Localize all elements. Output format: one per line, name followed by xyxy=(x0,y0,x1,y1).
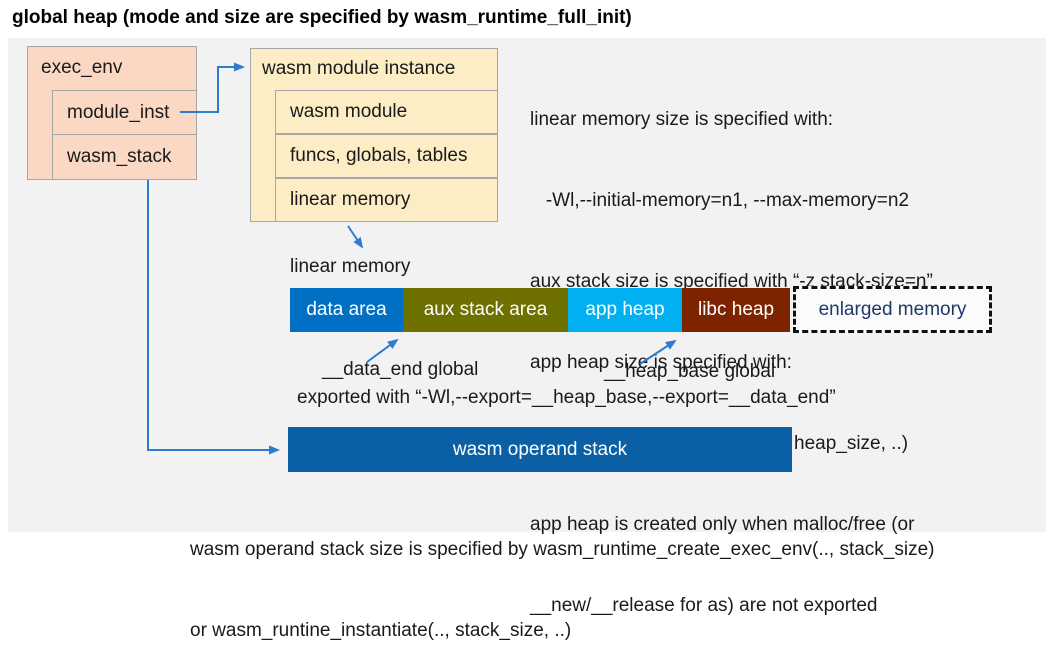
linear-memory-label: linear memory xyxy=(290,256,411,277)
exec-env-field-module-inst: module_inst xyxy=(52,90,197,135)
instance-field-linear-memory: linear memory xyxy=(275,178,498,222)
heap-base-global-label: __heap_base global xyxy=(604,361,776,382)
diagram-title: global heap (mode and size are specified… xyxy=(12,7,632,28)
exported-with-label: exported with “-Wl,--export=__heap_base,… xyxy=(297,387,836,408)
operand-stack-info-text: wasm operand stack size is specified by … xyxy=(190,482,1050,671)
footer-line: wasm operand stack size is specified by … xyxy=(190,539,935,560)
instance-field-wasm-module: wasm module xyxy=(275,90,498,134)
info-line: -Wl,--initial-memory=n1, --max-memory=n2 xyxy=(530,190,910,211)
wasm-operand-stack-bar: wasm operand stack xyxy=(288,427,792,472)
info-line: app heap size is specified with: xyxy=(530,352,792,373)
segment-app-heap: app heap xyxy=(568,288,682,332)
info-line: app heap is created only when malloc/fre… xyxy=(530,514,915,535)
segment-enlarged-memory: enlarged memory xyxy=(793,286,992,333)
segment-data-area: data area xyxy=(290,288,403,332)
exec-env-header: exec_env xyxy=(41,57,123,78)
segment-libc-heap: libc heap xyxy=(682,288,790,332)
footer-line: or wasm_runtine_instantiate(.., stack_si… xyxy=(190,620,572,641)
segment-aux-stack-area: aux stack area xyxy=(403,288,568,332)
module-instance-header: wasm module instance xyxy=(262,58,456,79)
data-end-global-label: __data_end global xyxy=(322,359,479,380)
info-line: linear memory size is specified with: xyxy=(530,109,834,130)
exec-env-field-wasm-stack: wasm_stack xyxy=(52,134,197,180)
instance-field-funcs-globals-tables: funcs, globals, tables xyxy=(275,134,498,178)
